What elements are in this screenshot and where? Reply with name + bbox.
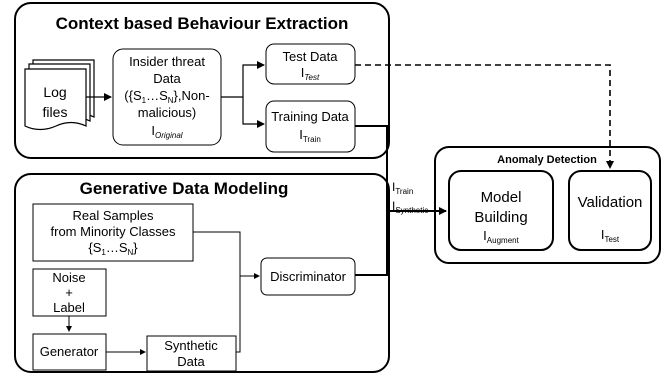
- synthetic-line1: Synthetic: [164, 338, 218, 353]
- arrow-insider-to-training: [242, 97, 265, 128]
- context-panel-title: Context based Behaviour Extraction: [56, 14, 349, 33]
- synthetic-line2: Data: [177, 354, 205, 369]
- real-samples-line2: from Minority Classes: [51, 224, 176, 239]
- line-training-to-model: [355, 125, 388, 211]
- test-data-box: [265, 43, 356, 85]
- validation-variable: ITest: [601, 227, 620, 244]
- model-building-line1: Model: [481, 189, 522, 206]
- insider-line1: Insider threat: [129, 54, 205, 69]
- log-files-label-line2: files: [43, 104, 68, 120]
- test-data-variable: ITest: [301, 65, 320, 82]
- line-real-to-discriminator: [193, 231, 241, 353]
- anomaly-panel-title: Anomaly Detection: [497, 154, 597, 166]
- training-data-label: Training Data: [271, 109, 349, 124]
- noise-line3: Label: [53, 300, 85, 315]
- insider-line2: Data: [153, 71, 181, 86]
- validation-label: Validation: [578, 194, 643, 211]
- link-label-train: ITrain: [392, 180, 413, 196]
- discriminator-box: [260, 257, 356, 296]
- validation-box: [568, 170, 652, 251]
- line-discriminator-to-model: [355, 211, 388, 276]
- discriminator-label: Discriminator: [270, 269, 347, 284]
- generator-box: [32, 333, 107, 371]
- noise-line2: +: [65, 285, 73, 300]
- model-building-variable: IAugment: [483, 228, 519, 245]
- training-data-variable: ITrain: [299, 127, 321, 144]
- test-data-label: Test Data: [283, 49, 339, 64]
- insider-line4: malicious): [138, 105, 197, 120]
- generator-label: Generator: [40, 344, 99, 359]
- log-files-label-line1: Log: [43, 84, 66, 100]
- noise-line1: Noise: [52, 270, 85, 285]
- arrow-insider-split: [221, 61, 265, 98]
- synthetic-data-box: [146, 335, 237, 372]
- log-files-document-stack: [24, 59, 95, 131]
- model-building-box: [448, 170, 554, 251]
- link-label-synthetic: ISynthetic: [392, 199, 428, 215]
- real-samples-box: [32, 203, 194, 262]
- model-building-line2: Building: [474, 209, 527, 226]
- insider-line3: ({S1…SN},Non-: [124, 88, 209, 105]
- arrow-test-to-validation-dashed: [355, 64, 614, 169]
- real-samples-set: {S1…SN}: [88, 240, 138, 257]
- generative-panel-title: Generative Data Modeling: [80, 179, 289, 198]
- real-samples-line1: Real Samples: [73, 208, 154, 223]
- insider-variable: IOriginal: [151, 123, 182, 140]
